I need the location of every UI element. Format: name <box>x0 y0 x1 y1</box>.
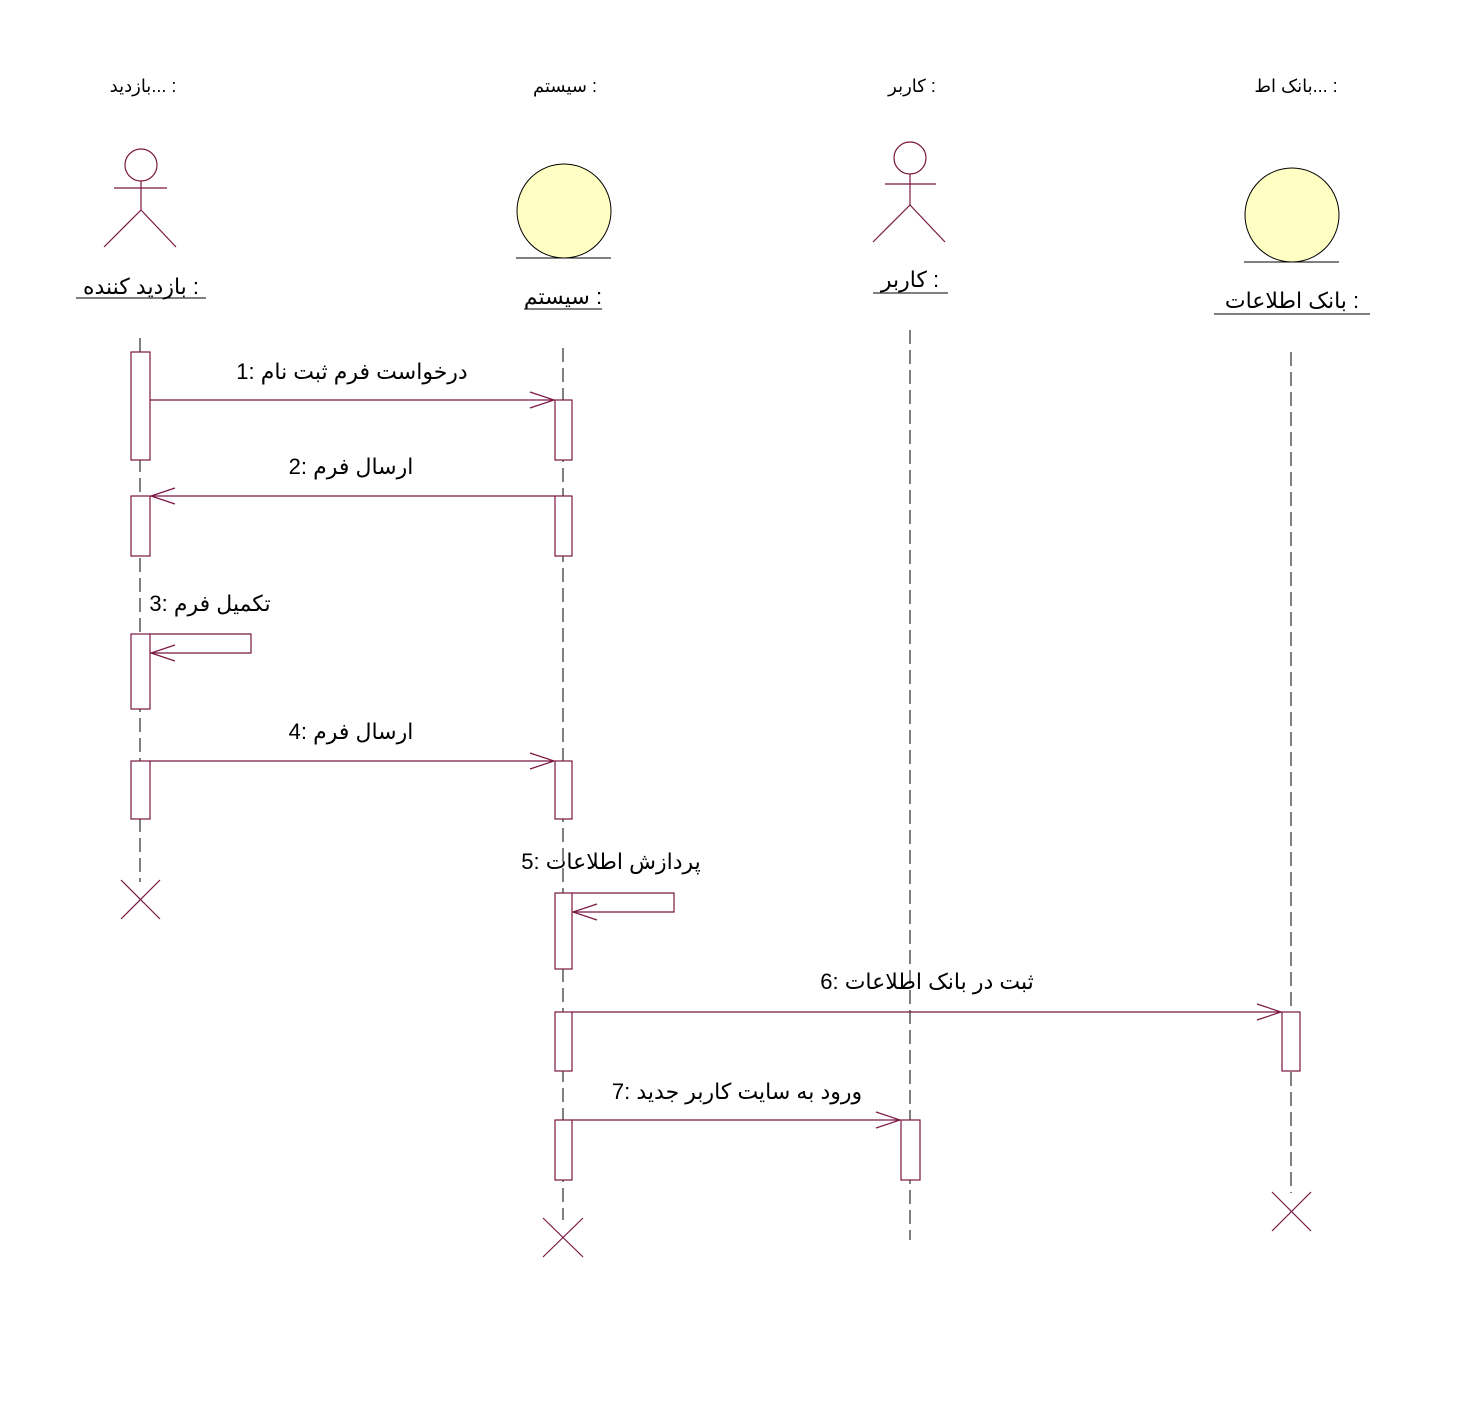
message-2[interactable]: 2: ارسال فرم <box>149 454 555 505</box>
message-2-label: 2: ارسال فرم <box>289 454 414 479</box>
entity-icon <box>1244 167 1340 263</box>
message-4-label: 4: ارسال فرم <box>289 719 414 744</box>
message-6-label: 6: ثبت در بانک اطلاعات <box>820 969 1034 994</box>
activation-bar-system <box>554 399 573 461</box>
message-4[interactable]: 4: ارسال فرم <box>150 719 556 770</box>
lifeline-visitor-header: : ...بازدید <box>110 76 177 96</box>
activation-bar-db <box>1281 1011 1301 1072</box>
lifeline-user-header: : کاربر <box>887 76 936 97</box>
arrowhead-icon <box>529 391 556 409</box>
arrowhead-icon <box>875 1111 902 1129</box>
message-1[interactable]: 1: درخواست فرم ثبت نام <box>150 359 556 409</box>
lifeline-db[interactable]: : ...بانک اط : بانک اطلاعات <box>1214 76 1370 1232</box>
message-5-arrow <box>572 892 675 913</box>
message-5[interactable]: 5: پردازش اطلاعات <box>521 849 701 921</box>
message-6[interactable]: 6: ثبت در بانک اطلاعات <box>572 969 1283 1021</box>
activation-bar-system <box>554 892 573 970</box>
arrowhead-icon <box>571 903 598 921</box>
lifeline-db-header: : ...بانک اط <box>1254 76 1337 96</box>
entity-icon <box>516 163 612 259</box>
lifeline-visitor-name: : بازدید کننده <box>83 274 199 299</box>
activation-bar-visitor <box>130 495 151 557</box>
activation-bar-visitor <box>130 760 151 820</box>
lifeline-user[interactable]: : کاربر : کاربر <box>872 76 948 1240</box>
lifeline-system-name: : سیستم <box>524 284 602 310</box>
activation-bar-system <box>554 1119 573 1181</box>
arrowhead-icon <box>149 644 176 662</box>
message-3-label: 3: تکمیل فرم <box>149 591 270 616</box>
activation-bar-system <box>554 760 573 820</box>
destroy-marker-visitor <box>120 879 161 920</box>
arrowhead-icon <box>149 487 176 505</box>
activation-bar-system <box>554 1011 573 1072</box>
arrowhead-icon <box>1256 1003 1283 1021</box>
activation-bar-user <box>900 1119 921 1181</box>
activation-bar-visitor <box>130 351 151 461</box>
actor-icon <box>103 148 177 248</box>
arrowhead-icon <box>529 752 556 770</box>
message-3-arrow <box>150 633 252 654</box>
destroy-marker-db <box>1271 1191 1312 1232</box>
message-3[interactable]: 3: تکمیل فرم <box>149 591 271 662</box>
message-7-label: 7: ورود به سایت کاربر جدید <box>612 1079 862 1104</box>
actor-icon <box>872 141 946 243</box>
activation-bar-visitor <box>130 633 151 710</box>
message-7[interactable]: 7: ورود به سایت کاربر جدید <box>572 1079 902 1129</box>
message-1-label: 1: درخواست فرم ثبت نام <box>236 359 467 384</box>
destroy-marker-system <box>542 1217 584 1258</box>
lifeline-db-name: : بانک اطلاعات <box>1225 288 1359 313</box>
lifeline-user-name: : کاربر <box>880 267 939 292</box>
lifeline-system[interactable]: : سیستم : سیستم <box>516 76 612 1258</box>
lifeline-system-header: : سیستم <box>533 76 597 97</box>
message-5-label: 5: پردازش اطلاعات <box>521 849 701 875</box>
activation-bar-system <box>554 495 573 557</box>
